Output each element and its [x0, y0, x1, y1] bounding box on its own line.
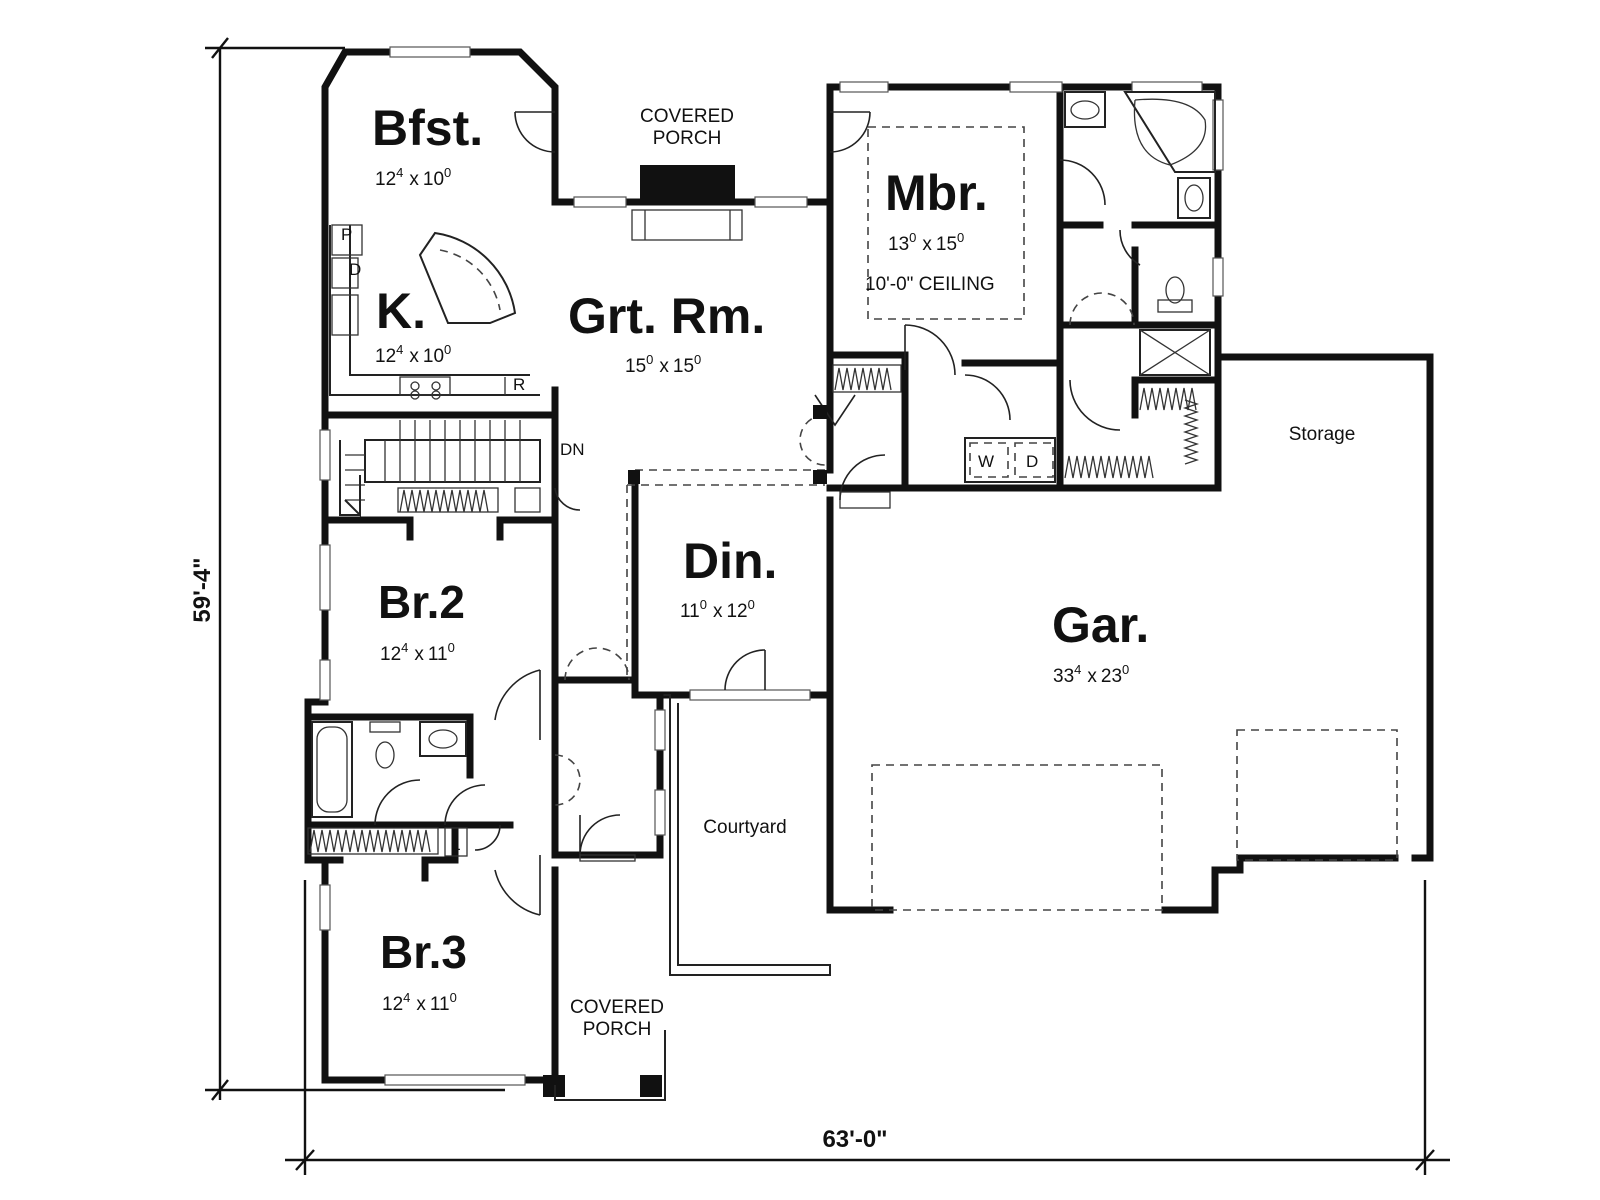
- depth-dimension: 59'-4": [189, 557, 216, 622]
- room-name: K.: [376, 283, 426, 339]
- room-name: Din.: [683, 533, 777, 589]
- room-name: Mbr.: [885, 165, 988, 221]
- covered-porch-rear-line1: COVERED: [640, 106, 734, 127]
- room-name: Bfst.: [372, 100, 483, 156]
- exterior-walls: [304, 48, 1434, 1084]
- windows: [319, 46, 1224, 1086]
- covered-porch-front-line1: COVERED: [570, 997, 664, 1018]
- width-dimension: 63'-0": [822, 1126, 887, 1153]
- dishwasher-label: D: [349, 260, 361, 279]
- linen-label: L: [451, 835, 460, 854]
- staircase: [339, 420, 541, 518]
- overall-dimension-lines: [205, 37, 1450, 1175]
- covered-porch-rear-line2: PORCH: [653, 128, 722, 149]
- dryer-label: D: [1026, 452, 1038, 471]
- stair-down-label: DN: [560, 440, 585, 459]
- covered-porch-front-line2: PORCH: [583, 1019, 652, 1040]
- room-name: Grt. Rm.: [568, 288, 765, 344]
- interior-walls: [304, 83, 1222, 882]
- room-name: Br.3: [380, 926, 467, 978]
- washer-label: W: [978, 452, 994, 471]
- courtyard-label: Courtyard: [703, 817, 786, 838]
- ceiling-note: 10'-0" CEILING: [865, 274, 995, 295]
- room-name: Br.2: [378, 576, 465, 628]
- refrigerator-label: R: [513, 375, 525, 394]
- doors: [374, 111, 1141, 916]
- room-name: Gar.: [1052, 597, 1149, 653]
- fixtures: [307, 91, 1398, 1101]
- pantry-label: P: [341, 225, 352, 244]
- misc-labels: COVERED PORCH COVERED PORCH Courtyard St…: [341, 106, 1355, 1040]
- storage-label: Storage: [1289, 424, 1356, 445]
